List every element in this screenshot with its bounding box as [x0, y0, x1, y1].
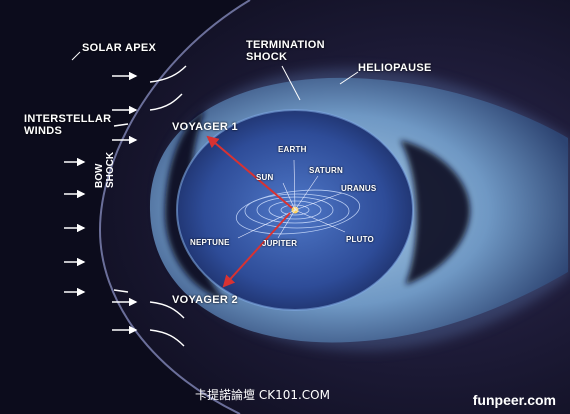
neptune-pointer [237, 209, 296, 239]
site-credit: funpeer.com [472, 392, 556, 408]
saturn-pointer [294, 175, 319, 211]
neptune-label: NEPTUNE [190, 238, 230, 247]
termination-shock-line1: TERMINATION [246, 39, 325, 51]
bow-shock-label: BOW SHOCK [94, 152, 116, 188]
termination-shock-pointer [281, 65, 301, 101]
bow-shock-line1: BOW [94, 163, 105, 188]
voyager2-label: VOYAGER 2 [172, 294, 238, 306]
voyager1-track [206, 135, 293, 209]
termination-shock-boundary [176, 109, 414, 311]
pluto-pointer [294, 209, 346, 233]
voyager2-track [222, 212, 291, 288]
solar-apex-label: SOLAR APEX [82, 42, 157, 54]
dark-cavity-left [165, 110, 225, 300]
sun-label: SUN [256, 173, 274, 182]
heliopause-label: HELIOPAUSE [358, 62, 432, 74]
uranus-label: URANUS [341, 184, 377, 193]
interstellar-winds-line2: WINDS [24, 125, 63, 137]
termination-shock-label: TERMINATION SHOCK [246, 39, 325, 63]
uranus-pointer [294, 192, 343, 211]
earth-pointer [293, 159, 296, 211]
jupiter-label: JUPITER [262, 239, 298, 248]
heliopause-pointer [339, 71, 359, 85]
sun-pointer [282, 182, 296, 211]
interstellar-region [0, 0, 250, 414]
bow-shock-line2: SHOCK [105, 151, 116, 188]
interstellar-winds-label: INTERSTELLAR WINDS [24, 113, 111, 137]
voyager1-label: VOYAGER 1 [172, 121, 238, 133]
saturn-label: SATURN [309, 166, 343, 175]
interstellar-winds-line1: INTERSTELLAR [24, 113, 112, 125]
earth-label: EARTH [278, 145, 307, 154]
bow-shock-line [98, 0, 251, 414]
interstellar-wind-arrows [64, 65, 187, 347]
pluto-label: PLUTO [346, 235, 374, 244]
termination-shock-line2: SHOCK [246, 51, 288, 63]
solar-system [235, 189, 361, 235]
watermark-text: 卡提諾論壇 CK101.COM [195, 388, 330, 402]
jupiter-pointer [277, 209, 296, 239]
dark-cavity-right [400, 140, 470, 285]
solar-apex-pointer [71, 51, 81, 61]
